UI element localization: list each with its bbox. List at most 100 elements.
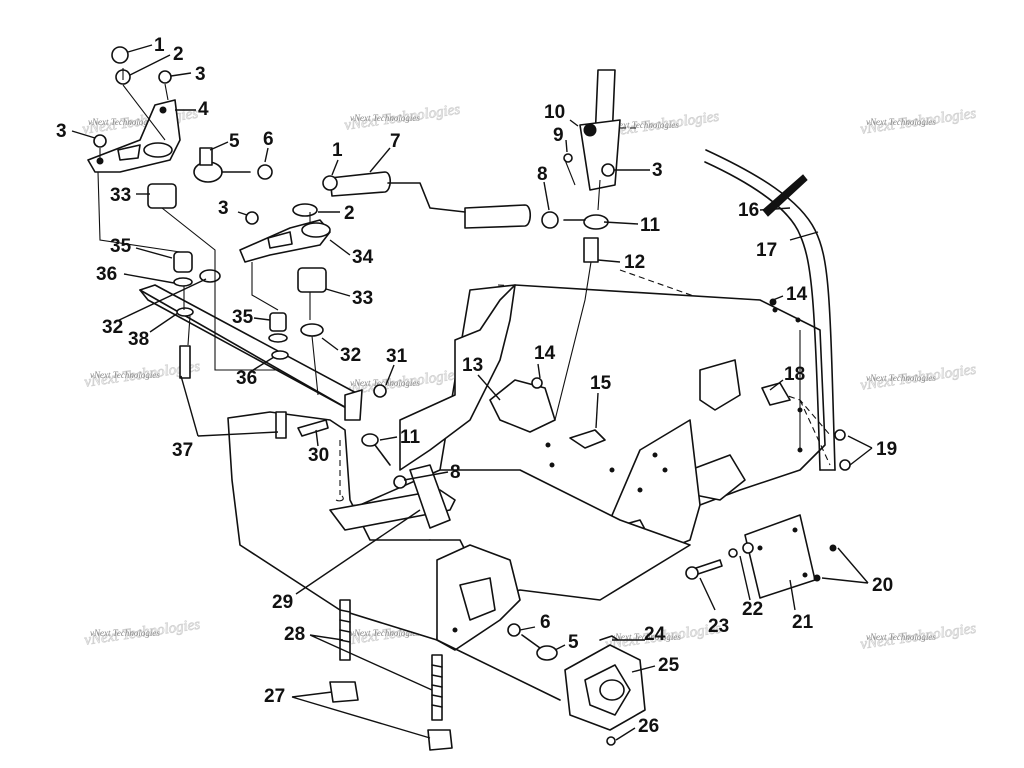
callout-1: 1	[154, 35, 165, 56]
leader-line	[603, 221, 639, 225]
callout-2: 2	[173, 44, 184, 65]
nut	[322, 175, 338, 191]
fastener	[813, 574, 821, 582]
hole	[795, 317, 801, 323]
tie-rod-sleeve	[329, 171, 392, 197]
leader-lines	[71, 44, 873, 741]
assembly-lines	[97, 68, 801, 502]
hole	[662, 467, 668, 473]
frame-bottom-edge	[436, 639, 561, 701]
leader-line	[565, 139, 568, 153]
callout-3: 3	[652, 160, 663, 181]
callout-33: 33	[110, 185, 131, 206]
hole	[549, 462, 555, 468]
bumper	[761, 382, 791, 406]
plate	[744, 514, 816, 599]
leader-line	[249, 356, 275, 373]
washer	[728, 548, 738, 558]
hole	[609, 467, 615, 473]
assembly-line	[97, 148, 181, 253]
watermark: vNext Technologies vNext Technologies	[343, 101, 462, 134]
hole	[792, 527, 798, 533]
hardware	[93, 46, 837, 751]
assembly-line	[554, 261, 592, 421]
callout-19: 19	[876, 439, 897, 460]
assembly-line	[122, 68, 169, 141]
shaft-bracket	[344, 389, 363, 421]
leader-line	[180, 375, 279, 437]
callout-1: 1	[332, 140, 343, 161]
callout-3: 3	[218, 198, 229, 219]
tube-inner	[704, 161, 821, 471]
bolt-threads	[339, 609, 443, 708]
cable-tie	[762, 174, 808, 217]
nut	[245, 211, 259, 225]
assembly-line	[564, 159, 601, 211]
spacer	[297, 267, 327, 293]
callout-25: 25	[658, 655, 680, 676]
tie-rod-link	[387, 182, 466, 213]
leader-line	[71, 130, 96, 139]
callout-13: 13	[462, 355, 483, 376]
leader-line	[385, 364, 395, 386]
callouts: 1 2 3 4 3 5 6 1 7 33 3 2 34 35 36 33 32 …	[56, 35, 897, 737]
ball-joint	[536, 645, 558, 661]
nut	[393, 475, 407, 489]
leader-line	[631, 665, 656, 673]
nut	[563, 153, 573, 163]
leader-line	[135, 247, 173, 259]
watermark-text: vNext Technologies	[88, 117, 158, 127]
leader-line	[739, 555, 751, 601]
nut	[373, 384, 387, 398]
tube-handle	[704, 149, 851, 471]
leader-line	[537, 363, 541, 379]
callout-36: 36	[236, 368, 257, 389]
watermark-text: vNext Technologies	[609, 120, 679, 130]
callout-24: 24	[644, 624, 666, 645]
leader-line	[615, 727, 636, 741]
leader-line	[769, 379, 784, 391]
hole	[802, 572, 808, 578]
nut	[541, 211, 559, 229]
callout-37: 37	[172, 440, 193, 461]
callout-32: 32	[102, 317, 123, 338]
callout-12: 12	[624, 252, 645, 273]
assembly-line	[335, 495, 344, 502]
nut	[111, 46, 129, 64]
callout-10: 10	[544, 102, 565, 123]
leader-line	[127, 44, 153, 53]
frame-front-hole	[459, 577, 496, 621]
nut	[158, 70, 172, 84]
frame-cutout	[699, 359, 741, 411]
watermark-text: vNext Technologies	[90, 628, 160, 638]
callout-14: 14	[786, 284, 808, 305]
pitman-arm-lower	[239, 219, 331, 263]
callout-18: 18	[784, 364, 805, 385]
leader-line	[114, 278, 207, 323]
leader-line	[789, 231, 819, 241]
nut	[583, 123, 597, 137]
frame-strut	[409, 464, 451, 529]
nut	[257, 164, 273, 180]
bushing-top	[301, 222, 331, 238]
callout-31: 31	[386, 346, 408, 367]
nut	[839, 459, 851, 471]
threads	[374, 444, 391, 466]
callout-2: 2	[344, 203, 355, 224]
spacer	[147, 183, 177, 209]
bushing	[269, 312, 287, 332]
hole	[757, 545, 763, 551]
callout-7: 7	[390, 131, 401, 152]
cross-shaft	[139, 284, 363, 421]
watermark-text: vNext Technologies	[866, 632, 936, 642]
watermark: vNext Technologies vNext Technologies	[83, 616, 202, 649]
leader-line	[170, 72, 192, 77]
leader-line	[789, 579, 796, 611]
bolt	[569, 429, 606, 449]
callout-23: 23	[708, 616, 729, 637]
nut	[507, 623, 521, 637]
tie-rod-sleeve	[464, 204, 532, 229]
nut	[93, 134, 107, 148]
